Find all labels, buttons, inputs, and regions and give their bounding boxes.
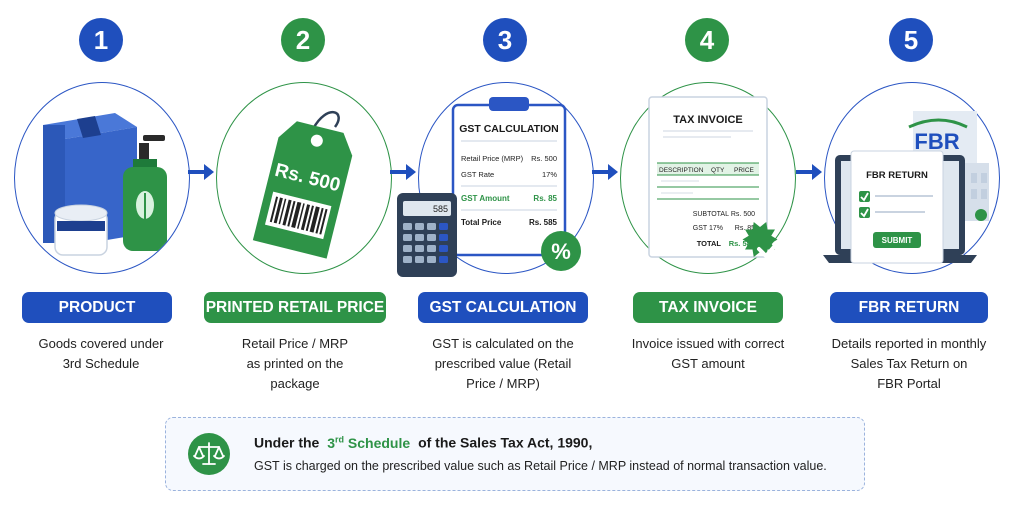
- step-3-number: 3: [483, 18, 527, 62]
- percent-badge-icon: [541, 231, 581, 271]
- price-tag-icon: Rs. 500: [252, 110, 353, 259]
- step-4-number: 4: [685, 18, 729, 62]
- invoice-title: TAX INVOICE: [673, 114, 742, 126]
- invoice-col: DESCRIPTION: [659, 167, 704, 174]
- fbr-logo: FBR: [914, 129, 959, 154]
- arrow-right-icon: [390, 164, 416, 180]
- gst-row-label: GST Amount: [461, 194, 510, 203]
- step-2-number: 2: [281, 18, 325, 62]
- product-box-icon: [43, 113, 167, 256]
- note-title: Under the 3rd Schedule of the Sales Tax …: [254, 434, 593, 451]
- step-1-number: 1: [79, 18, 123, 62]
- invoice-gst-value: Rs. 85: [735, 225, 755, 232]
- clipboard-icon: GST CALCULATION Retail Price (MRP) Rs. 5…: [397, 97, 581, 277]
- gst-sheet-title: GST CALCULATION: [459, 123, 559, 135]
- arrow-right-icon: [592, 164, 618, 180]
- step-3-title: GST CALCULATION: [418, 292, 588, 323]
- checkbox-checked-icon: [859, 191, 870, 218]
- step-5-title: FBR RETURN: [830, 292, 988, 323]
- fbr-portal-icon: FBR FBR RETURN SUBMIT: [823, 111, 989, 264]
- percent-badge: %: [551, 239, 571, 264]
- fbr-screen-title: FBR RETURN: [866, 170, 928, 181]
- invoice-col: PRICE: [734, 167, 755, 174]
- gst-row-label: Total Price: [461, 218, 502, 227]
- step-5-illustration: FBR FBR RETURN SUBMIT: [823, 82, 1000, 274]
- step-1-illustration: [14, 82, 190, 274]
- step-5-number: 5: [889, 18, 933, 62]
- step-4-illustration: TAX INVOICE DESCRIPTION QTY PRICE SUBTOT…: [620, 82, 796, 274]
- note-body: GST is charged on the prescribed value s…: [254, 459, 827, 473]
- gst-row-value: Rs. 500: [531, 154, 557, 163]
- schedule-note: Under the 3rd Schedule of the Sales Tax …: [165, 417, 865, 491]
- gst-row-label: GST Rate: [461, 170, 494, 179]
- submit-label: SUBMIT: [882, 236, 913, 245]
- arrow-right-icon: [188, 164, 214, 180]
- arrow-right-icon: [796, 164, 822, 180]
- step-2-illustration: Rs. 500: [216, 82, 392, 274]
- invoice-icon: TAX INVOICE DESCRIPTION QTY PRICE SUBTOT…: [648, 96, 781, 258]
- calculator-display: 585: [433, 204, 448, 214]
- invoice-total-label: TOTAL: [697, 239, 722, 248]
- step-3-illustration: GST CALCULATION Retail Price (MRP) Rs. 5…: [397, 82, 594, 277]
- gst-row-value: Rs. 85: [533, 194, 557, 203]
- calculator-icon: 585: [397, 193, 457, 277]
- step-1-title: PRODUCT: [22, 292, 172, 323]
- invoice-total-value: Rs. 585: [729, 239, 755, 248]
- check-badge-icon: [742, 222, 781, 258]
- gst-row-label: Retail Price (MRP): [461, 154, 524, 163]
- scales-of-justice-icon: [188, 433, 230, 475]
- submit-button[interactable]: [873, 232, 921, 248]
- step-4-title: TAX INVOICE: [633, 292, 783, 323]
- invoice-subtotal-label: SUBTOTAL: [693, 211, 729, 218]
- invoice-gst-label: GST 17%: [693, 225, 723, 232]
- invoice-subtotal-value: Rs. 500: [731, 211, 755, 218]
- step-2-title: PRINTED RETAIL PRICE: [204, 292, 386, 323]
- gst-row-value: 17%: [542, 170, 557, 179]
- invoice-col: QTY: [711, 167, 725, 174]
- gst-row-value: Rs. 585: [529, 218, 558, 227]
